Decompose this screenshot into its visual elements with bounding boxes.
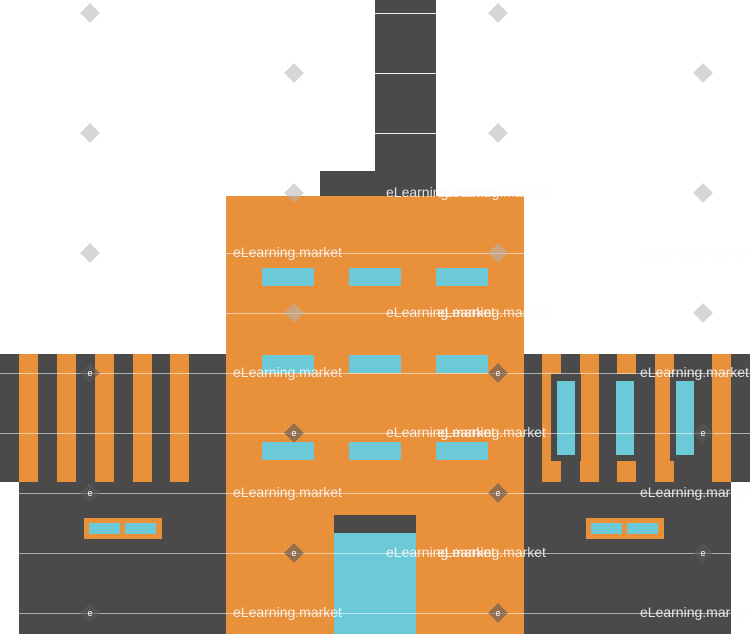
left-window	[125, 523, 156, 534]
watermark-text: eLearning.market	[386, 544, 495, 560]
watermark-text: eLearning.market	[640, 604, 749, 620]
watermark-diamond	[488, 3, 508, 23]
watermark-diamond	[693, 303, 713, 323]
watermark-diamond	[284, 303, 304, 323]
chimney-seam	[375, 13, 436, 14]
watermark-text: eLearning.market	[233, 244, 342, 260]
left-stripe	[95, 354, 114, 482]
watermark-text: eLearning.market	[386, 424, 495, 440]
right-window	[591, 523, 622, 534]
watermark-diamond: e	[488, 483, 508, 503]
watermark-badge-letter: e	[291, 428, 297, 438]
watermark-text: eLearning.market	[233, 364, 342, 380]
watermark-text: eLearning.market	[386, 184, 495, 200]
watermark-text: eLearning.market	[233, 604, 342, 620]
watermark-diamond	[80, 123, 100, 143]
watermark-line	[0, 493, 750, 494]
door	[334, 533, 416, 634]
watermark-diamond: e	[693, 543, 713, 563]
watermark-diamond	[693, 183, 713, 203]
watermark-line	[0, 253, 750, 254]
watermark-diamond	[284, 63, 304, 83]
watermark-diamond	[488, 243, 508, 263]
watermark-text: eLearning.market	[437, 184, 546, 200]
right-tall-window	[616, 381, 634, 455]
tower-window	[262, 268, 314, 286]
watermark-badge-letter: e	[495, 368, 501, 378]
watermark-badge-letter: e	[87, 608, 93, 618]
watermark-text: eLearning.market	[640, 244, 749, 260]
watermark-line	[0, 613, 750, 614]
chimney	[375, 0, 436, 196]
chimney-seam	[375, 73, 436, 74]
watermark-text: eLearning.market	[437, 544, 546, 560]
left-stripe	[133, 354, 152, 482]
watermark-diamond: e	[488, 603, 508, 623]
watermark-text: eLearning.market	[640, 364, 749, 380]
watermark-badge-letter: e	[291, 548, 297, 558]
watermark-badge-letter: e	[495, 488, 501, 498]
tower-window	[436, 442, 488, 460]
watermark-line	[0, 553, 750, 554]
watermark-diamond: e	[80, 603, 100, 623]
watermark-diamond: e	[488, 363, 508, 383]
watermark-badge-letter: e	[87, 488, 93, 498]
watermark-text: eLearning.market	[386, 304, 495, 320]
chimney-base	[320, 171, 436, 196]
watermark-diamond	[80, 243, 100, 263]
watermark-line	[0, 433, 750, 434]
watermark-badge-letter: e	[495, 608, 501, 618]
right-stripe	[655, 354, 674, 482]
watermark-diamond	[80, 3, 100, 23]
watermark-diamond: e	[693, 423, 713, 443]
watermark-line	[0, 373, 750, 374]
tower-window	[436, 355, 488, 373]
tower-window	[349, 355, 401, 373]
tower-window	[436, 268, 488, 286]
left-window	[89, 523, 120, 534]
watermark-text: eLearning.market	[437, 424, 546, 440]
watermark-badge-letter: e	[700, 548, 706, 558]
left-stripe	[57, 354, 76, 482]
right-stripe	[712, 354, 731, 482]
tower-window	[262, 355, 314, 373]
left-stripe	[170, 354, 189, 482]
watermark-diamond: e	[80, 483, 100, 503]
watermark-diamond: e	[80, 363, 100, 383]
tower-window	[262, 442, 314, 460]
watermark-diamond	[693, 63, 713, 83]
left-wing-lower	[19, 482, 226, 634]
watermark-text: eLearning.market	[640, 484, 749, 500]
right-wing-lower	[524, 482, 731, 634]
tower-window	[349, 268, 401, 286]
right-tall-window	[557, 381, 575, 455]
right-tall-window	[676, 381, 694, 455]
watermark-diamond	[488, 123, 508, 143]
watermark-badge-letter: e	[700, 428, 706, 438]
chimney-seam	[375, 133, 436, 134]
left-stripe	[19, 354, 38, 482]
tower-window	[349, 442, 401, 460]
right-stripe	[580, 354, 599, 482]
watermark-diamond: e	[284, 423, 304, 443]
watermark-diamond	[284, 183, 304, 203]
door-lintel	[334, 515, 416, 533]
watermark-badge-letter: e	[87, 368, 93, 378]
watermark-text: eLearning.market	[233, 484, 342, 500]
right-window	[627, 523, 658, 534]
watermark-line	[0, 313, 750, 314]
watermark-text: eLearning.market	[437, 304, 546, 320]
watermark-diamond: e	[284, 543, 304, 563]
